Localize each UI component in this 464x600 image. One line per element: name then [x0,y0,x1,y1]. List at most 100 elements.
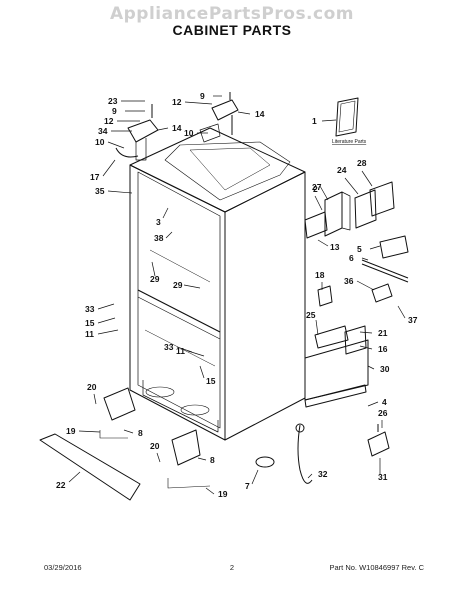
callout-leader-33 [176,346,193,353]
callout-34: 34 [98,126,108,136]
callout-33: 33 [164,342,174,352]
callout-leader-35 [107,190,133,194]
literature-label: Literature Parts [332,139,367,145]
water-connector [367,431,390,457]
footer-part-info: Part No. W10846997 Rev. C [329,563,425,572]
callout-22: 22 [56,480,66,490]
callout-23: 23 [108,96,118,106]
callout-leader-14 [157,127,169,131]
callout-19: 19 [218,489,228,499]
callout-26: 26 [378,408,388,418]
callout-leader-21 [359,331,373,334]
callout-leader-10 [107,141,125,149]
callout-2: 2 [313,184,318,194]
callout-35: 35 [95,186,105,196]
callout-leader-15 [199,365,205,379]
callout-leader-20 [156,452,161,463]
callout-31: 31 [378,472,388,482]
callout-30: 30 [380,364,390,374]
callout-leader-24 [344,177,359,195]
callout-6: 6 [349,253,354,263]
footer-date: 03/29/2016 [44,563,82,572]
callout-8: 8 [210,455,215,465]
callout-5: 5 [357,244,362,254]
callout-leader-32 [307,473,313,479]
callout-10: 10 [95,137,105,147]
light-rail-2 [361,263,409,283]
callout-7: 7 [245,481,250,491]
callout-leader-25 [315,319,319,336]
callout-12: 12 [104,116,114,126]
watermark: AppliancePartsPros.com [109,4,354,24]
top-hinge-right [199,92,239,143]
base-grille [39,433,141,501]
shelf-bracket [304,211,328,239]
callout-leader-7 [251,469,259,485]
callout-18: 18 [315,270,325,280]
callout-16: 16 [378,344,388,354]
callout-8: 8 [138,428,143,438]
roller-assembly-right [171,429,201,466]
callout-leader-19 [78,430,101,433]
callout-15: 15 [85,318,95,328]
callout-20: 20 [150,441,160,451]
callout-leader-30 [367,365,375,370]
callout-29: 29 [150,274,160,284]
callout-4: 4 [382,397,387,407]
toe-grille [304,384,367,408]
light-rail-1 [361,259,409,279]
callout-leader-19 [205,487,215,495]
footer-page-number: 2 [229,563,235,572]
drain-pan [314,325,349,349]
callout-14: 14 [172,123,182,133]
callout-24: 24 [337,165,347,175]
callout-32: 32 [318,469,328,479]
page-title: CABINET PARTS [172,22,292,38]
top-hinge-left [127,104,159,161]
light-cover [379,235,409,259]
callout-leader-3 [162,207,169,219]
callout-36: 36 [344,276,354,286]
callout-leader-36 [356,280,375,291]
callout-leader-20 [93,393,97,405]
callout-38: 38 [154,233,164,243]
callout-leader-14 [237,111,251,115]
callout-leader-1 [321,119,337,122]
hinge-wire-cover [115,147,139,158]
callout-leader-38 [165,231,173,239]
callout-9: 9 [200,91,205,101]
callout-leader-22 [68,471,81,483]
callout-13: 13 [330,242,340,252]
control-housing [324,191,351,237]
callout-9: 9 [112,106,117,116]
callout-leader-8 [197,457,207,461]
callout-10: 10 [184,128,194,138]
callout-leader-5 [369,245,381,250]
callout-19: 19 [66,426,76,436]
callout-leader-15 [97,317,116,324]
water-valve [317,285,333,307]
callout-3: 3 [156,217,161,227]
callout-leader-11 [97,329,119,335]
callout-leader-37 [397,305,406,319]
callout-14: 14 [255,109,265,119]
wire-harness [297,424,313,484]
callout-11: 11 [85,329,94,339]
callout-leader-29 [151,261,156,277]
callout-leader-16 [359,345,373,350]
callout-leader-17 [102,159,116,177]
panel-cover [369,181,395,217]
callout-12: 12 [172,97,182,107]
cabinet-body [129,127,306,441]
callout-29: 29 [173,280,183,290]
plug-button [255,456,275,468]
callout-17: 17 [90,172,100,182]
access-cover [304,339,369,401]
callout-leader-27 [319,185,329,201]
roller-assembly-left [103,387,136,421]
callout-leader-8 [123,429,134,434]
thermistor [371,283,393,303]
callout-leader-33 [97,303,115,310]
callout-20: 20 [87,382,97,392]
